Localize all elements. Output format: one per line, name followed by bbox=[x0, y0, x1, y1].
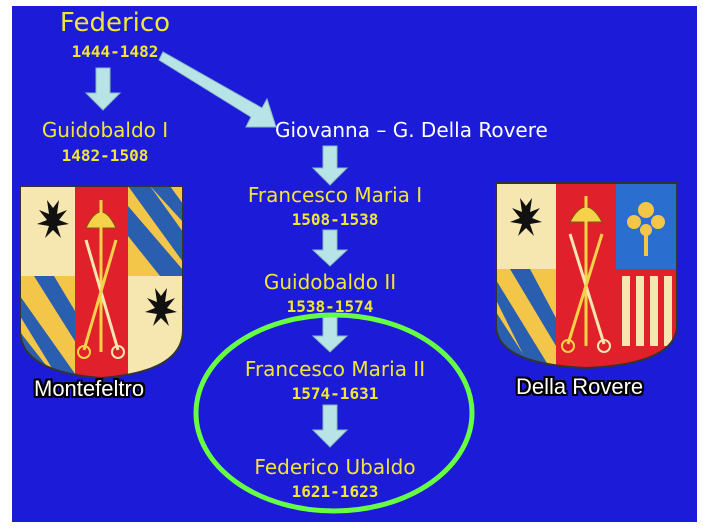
arrow-federico-to-guidobaldo1 bbox=[84, 67, 122, 111]
montefeltro-coat-of-arms-icon bbox=[19, 185, 184, 380]
person-years-federico-ubaldo: 1621-1623 bbox=[291, 482, 379, 501]
arrow-federico-to-giovanna bbox=[158, 51, 277, 128]
person-years-francesco1: 1508-1538 bbox=[291, 210, 379, 229]
person-name-federico-ubaldo: Federico Ubaldo bbox=[254, 455, 416, 479]
person-name-francesco2: Francesco Maria II bbox=[244, 357, 426, 381]
arrow-francesco2-to-federico-ubaldo bbox=[311, 404, 349, 448]
house-label-della-rovere: Della Rovere bbox=[516, 374, 644, 399]
person-years-francesco2: 1574-1631 bbox=[291, 384, 379, 403]
house-label-montefeltro: Montefeltro bbox=[34, 376, 145, 401]
person-name-giovanna: Giovanna – G. Della Rovere bbox=[275, 118, 548, 142]
person-name-guidobaldo1: Guidobaldo I bbox=[41, 118, 169, 142]
person-years-guidobaldo2: 1538-1574 bbox=[286, 297, 374, 316]
arrow-guidobaldo2-to-francesco2 bbox=[311, 315, 349, 353]
della-rovere-coat-of-arms-icon bbox=[495, 182, 678, 370]
person-years-guidobaldo1: 1482-1508 bbox=[61, 146, 149, 165]
person-years-federico: 1444-1482 bbox=[71, 42, 159, 61]
highlight-ellipse bbox=[193, 312, 475, 514]
arrow-francesco1-to-guidobaldo2 bbox=[311, 229, 349, 267]
person-name-guidobaldo2: Guidobaldo II bbox=[263, 270, 397, 294]
arrow-giovanna-to-francesco1 bbox=[311, 145, 349, 186]
person-name-federico: Federico bbox=[59, 8, 171, 38]
person-name-francesco1: Francesco Maria I bbox=[247, 183, 423, 207]
